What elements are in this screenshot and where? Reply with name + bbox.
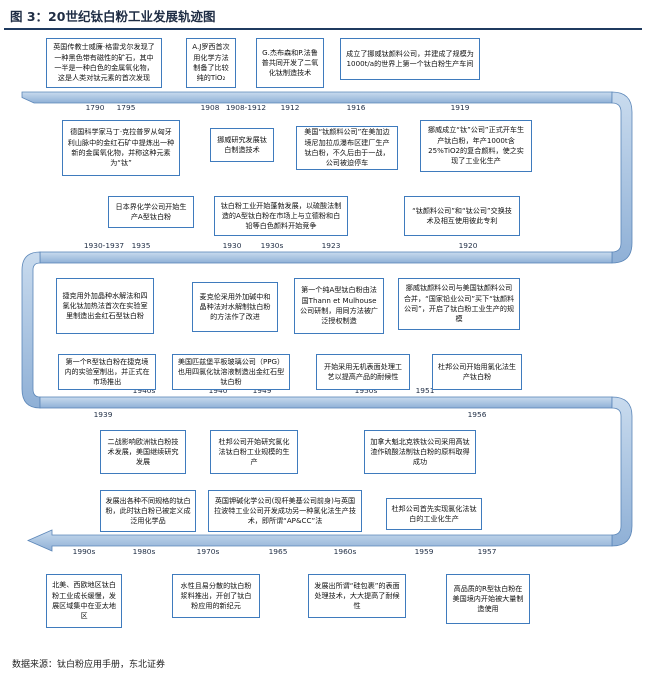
event-box-1920-a: “钛颜料公司”和“钛公司”交换技术及相互使用彼此专利 [404,196,520,236]
event-text: 加拿大魁北克铁钛公司采用高钛渣作硫酸法制钛白粉的原料取得成功 [370,436,470,467]
year-label: 1957 [477,547,497,556]
event-box-1949: 杜邦公司开始研究氯化法钛白粉工业规模的生产 [210,430,298,474]
year-label: 1930s [260,241,284,250]
title-bar: 图 3：20世纪钛白粉工业发展轨迹图 [4,2,642,30]
event-box-1950s: 开始采用无机表面处理工艺以提高产品的耐候性 [316,354,410,390]
timeline-row-2 [39,251,613,264]
event-text: 二战影响欧洲钛白粉技术发展，美国继续研究发展 [107,436,179,467]
year-label: 1965 [268,547,288,556]
event-text: 水性且易分散的钛白粉浆料推出，开创了钛白粉应用的新纪元 [180,580,252,611]
event-text: 英国钾碱化学公司(现杆美基公司前身)与英国拉波特工业公司开发成功另一种氯化法生产… [214,495,356,526]
year-label: 1935 [131,241,151,250]
event-box-1919: 挪威成立“钛”公司”正式开车生产钛白粉，年产1000t含25%TiO2的复合颜料… [420,120,532,172]
event-text: 第一个R型钛白粉在捷克境内的实验室制出，并正式在市场推出 [64,356,150,387]
year-label: 1920 [458,241,478,250]
year-label: 1960s [333,547,357,556]
timeline-connector-left-2 [21,251,41,409]
event-box-1940: 美国匹兹堡平板玻璃公司（PPG）也用四氯化钛溶液制造出金红石型钛白粉 [172,354,290,390]
event-text: 挪威成立“钛”公司”正式开车生产钛白粉，年产1000t含25%TiO2的复合颜料… [427,125,525,166]
year-label: 1919 [450,103,470,112]
event-text: 北美、西欧地区钛白粉工业成长缓慢，发展区域集中在亚太地区 [52,580,116,621]
event-box-1965: 英国钾碱化学公司(现杆美基公司前身)与英国拉波特工业公司开发成功另一种氯化法生产… [208,490,362,532]
year-label: 1908-1912 [225,103,267,112]
event-text: 发展出所谓“硅包裹”的表面处理技术，大大提高了耐候性 [314,580,400,611]
year-label: 1916 [346,103,366,112]
event-text: 日本界化学公司开始生产A型钛白粉 [115,201,187,221]
event-text: 钛白粉工业开始蓬勃发展，以硫酸法制造的A型钛白粉在市场上与立德粉和白铅等白色颜料… [220,200,342,231]
source-note: 数据来源：钛白粉应用手册，东北证券 [12,660,166,670]
event-box-1980s: 发展出各种不同规格的钛白粉，此时钛白粉已被定义成泛用化学品 [100,490,196,532]
event-box-1990s: 北美、西欧地区钛白粉工业成长缓慢，发展区域集中在亚太地区 [46,574,122,628]
event-box-1940s: 二战影响欧洲钛白粉技术发展，美国继续研究发展 [100,430,186,474]
event-box-1930-1937: 捷克用外加晶种水解法和四氯化钛加热法首次在实验室里制造出金红石型钛白粉 [56,278,154,334]
year-label: 1950s [354,386,378,395]
event-box-1916-b: 美国“钛颜料公司”在美加边境尼加拉瓜瀑布区建厂生产钛白粉，不久后由于一战，公司被… [296,126,398,170]
event-text: 美国“钛颜料公司”在美加边境尼加拉瓜瀑布区建厂生产钛白粉，不久后由于一战，公司被… [304,127,390,168]
event-text: 开始采用无机表面处理工艺以提高产品的耐候性 [323,361,403,381]
event-text: 麦克伦采用外加碱中和晶种法对水解制钛白粉的方法作了改进 [199,291,271,322]
event-text: 杜邦公司开始用氯化法生产钛白粉 [437,361,517,381]
event-box-1930s: 钛白粉工业开始蓬勃发展，以硫酸法制造的A型钛白粉在市场上与立德粉和白铅等白色颜料… [214,196,348,236]
event-box-1920-b: 挪威钛颜料公司与美国钛颜料公司合并，“国家铅业公司”买下“钛颜料公司”，开启了钛… [398,278,520,330]
event-text: 挪威研究发展钛白制造技术 [217,134,267,154]
year-label: 1790 [85,103,105,112]
year-label: 1923 [321,241,341,250]
event-text: 杜邦公司首先实现氯化法钛白的工业化生产 [391,503,477,523]
year-label: 1990s [72,547,96,556]
event-box-1939: 第一个R型钛白粉在捷克境内的实验室制出，并正式在市场推出 [58,354,156,390]
event-text: 高品质的R型钛白粉在美国境内开始被大量制造使用 [452,583,524,614]
event-box-1908-1912: 挪威研究发展钛白制造技术 [210,128,274,162]
year-label: 1959 [414,547,434,556]
event-box-1957: 高品质的R型钛白粉在美国境内开始被大量制造使用 [446,574,530,624]
event-text: 捷克用外加晶种水解法和四氯化钛加热法首次在实验室里制造出金红石型钛白粉 [62,290,148,321]
event-text: G.杰布森和P.法鲁普共同开发了二氧化钛制造技术 [261,47,319,78]
timeline-row-3 [39,396,613,409]
year-label: 1908 [200,103,220,112]
figure-title: 图 3：20世纪钛白粉工业发展轨迹图 [10,9,216,24]
year-label: 1940 [208,386,228,395]
event-text: 成立了挪威钛颜料公司，并建成了规模为1000t/a的世界上第一个钛白粉生产车间 [346,48,474,68]
year-label: 1949 [252,386,272,395]
event-text: 挪威钛颜料公司与美国钛颜料公司合并，“国家铅业公司”买下“钛颜料公司”，开启了钛… [403,283,515,324]
year-label: 1940s [132,386,156,395]
event-text: 德国科学家马丁·克拉普罗从匈牙利山脉中的金红石矿中提炼出一种新的金属氧化物，并称… [67,127,175,168]
event-text: 第一个纯A型钛白粉由法国Thann et Mulhouse公司研制，用同方法被广… [299,285,379,326]
event-box-1970s: 水性且易分散的钛白粉浆料推出，开创了钛白粉应用的新纪元 [172,574,260,618]
year-label: 1795 [116,103,136,112]
year-label: 1930 [222,241,242,250]
year-label: 1930-1937 [83,241,125,250]
event-box-1956: 杜邦公司开始用氯化法生产钛白粉 [432,354,522,390]
event-box-1960s: 发展出所谓“硅包裹”的表面处理技术，大大提高了耐候性 [308,574,406,618]
event-text: 美国匹兹堡平板玻璃公司（PPG）也用四氯化钛溶液制造出金红石型钛白粉 [177,356,285,387]
event-box-1908: A.J罗西首次用化学方法制备了比较纯的TiO₂ [186,38,236,88]
event-text: 英国传教士威廉·格雷戈尔发现了一种黑色带有磁性的矿石，其中一半是一种白色的金属氧… [53,42,155,83]
event-box-1959: 杜邦公司首先实现氯化法钛白的工业化生产 [386,498,482,530]
event-box-1930: 麦克伦采用外加碱中和晶种法对水解制钛白粉的方法作了改进 [192,282,278,332]
event-box-1790: 英国传教士威廉·格雷戈尔发现了一种黑色带有磁性的矿石，其中一半是一种白色的金属氧… [46,38,162,88]
year-label: 1980s [132,547,156,556]
timeline-connector-right-1 [611,91,633,264]
year-label: 1970s [196,547,220,556]
year-label: 1912 [280,103,300,112]
event-box-1912: G.杰布森和P.法鲁普共同开发了二氧化钛制造技术 [256,38,324,88]
event-text: 杜邦公司开始研究氯化法钛白粉工业规模的生产 [218,436,290,467]
year-label: 1951 [415,386,435,395]
event-text: A.J罗西首次用化学方法制备了比较纯的TiO₂ [192,42,230,83]
event-box-1795: 德国科学家马丁·克拉普罗从匈牙利山脉中的金红石矿中提炼出一种新的金属氧化物，并称… [62,120,180,176]
year-label: 1939 [93,410,113,419]
year-label: 1956 [467,410,487,419]
timeline-connector-right-3 [611,396,633,547]
timeline-row-4-arrow [27,529,613,552]
event-box-1951: 加拿大魁北克铁钛公司采用高钛渣作硫酸法制钛白粉的原料取得成功 [364,430,476,474]
event-text: “钛颜料公司”和“钛公司”交换技术及相互使用彼此专利 [412,205,512,225]
event-box-1923: 第一个纯A型钛白粉由法国Thann et Mulhouse公司研制，用同方法被广… [294,278,384,334]
event-text: 发展出各种不同规格的钛白粉，此时钛白粉已被定义成泛用化学品 [105,495,191,526]
timeline-row-1 [21,91,613,104]
event-box-1935: 日本界化学公司开始生产A型钛白粉 [108,196,194,228]
event-box-1916-a: 成立了挪威钛颜料公司，并建成了规模为1000t/a的世界上第一个钛白粉生产车间 [340,38,480,80]
